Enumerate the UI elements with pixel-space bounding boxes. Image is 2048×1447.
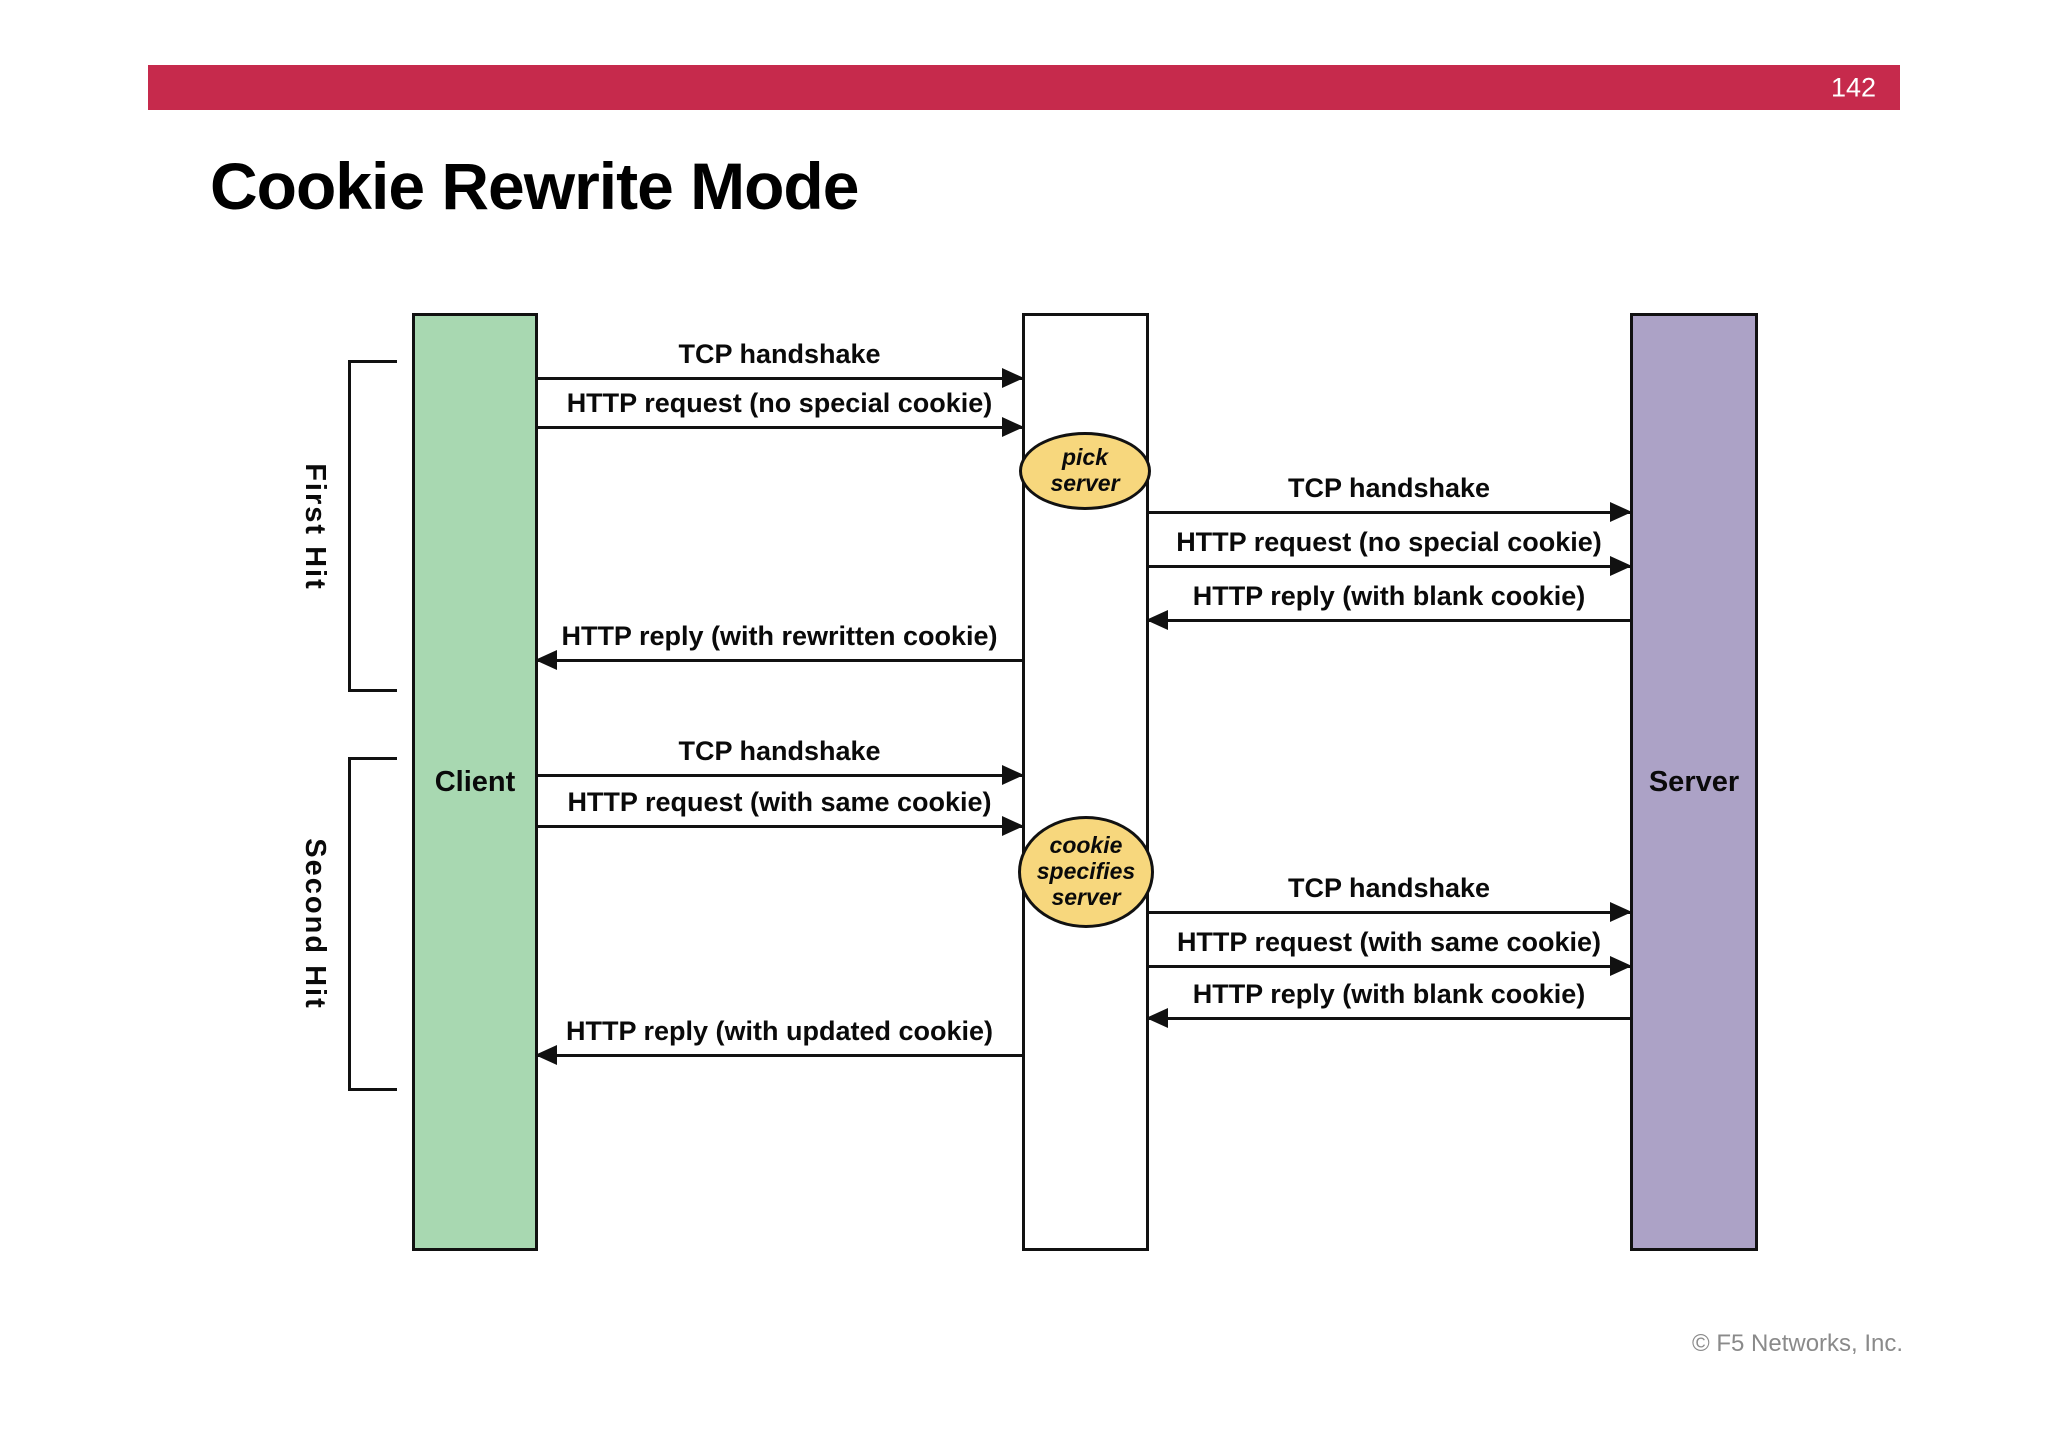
message-label: TCP handshake [678,736,881,766]
message-arrow: TCP handshake [1148,473,1632,522]
server-label: Server [1648,765,1740,798]
phase-label-second-hit: Second Hit [299,838,331,1010]
message-label: HTTP reply (with updated cookie) [565,1016,994,1046]
message-label: HTTP request (with same cookie) [1176,927,1602,957]
message-arrow: HTTP reply (with blank cookie) [1146,581,1630,630]
message-arrow: HTTP request (no special cookie) [537,388,1024,437]
client-column: Client [412,313,538,1251]
message-label: HTTP reply (with rewritten cookie) [561,621,998,651]
message-arrow: TCP handshake [1148,873,1632,922]
page-number: 142 [1830,72,1876,102]
pick-server-node: pick server [1019,432,1151,510]
message-arrow: TCP handshake [537,339,1024,388]
copyright-text: © F5 Networks, Inc. [1692,1330,1904,1357]
message-arrow: HTTP request (no special cookie) [1148,527,1632,576]
page-title: Cookie Rewrite Mode [210,149,859,223]
cookie-specifies-server-node: cookie specifies server [1018,816,1154,928]
message-label: HTTP request (with same cookie) [567,787,992,817]
message-arrow: HTTP reply (with blank cookie) [1146,979,1630,1028]
message-arrow: HTTP reply (with rewritten cookie) [535,621,1022,670]
message-label: TCP handshake [1287,873,1491,903]
message-label: HTTP request (no special cookie) [1176,527,1602,557]
message-arrow: HTTP reply (with updated cookie) [535,1016,1022,1065]
message-arrow: TCP handshake [537,736,1024,785]
message-arrow: HTTP request (with same cookie) [1148,927,1632,976]
client-label: Client [434,765,516,798]
message-label: HTTP request (no special cookie) [566,388,993,418]
second-hit-bracket [348,757,397,1091]
message-label: HTTP reply (with blank cookie) [1192,581,1586,611]
first-hit-bracket [348,360,397,692]
header-bar: 142 [148,65,1900,110]
message-label: HTTP reply (with blank cookie) [1192,979,1586,1009]
phase-label-first-hit: First Hit [299,463,331,591]
message-label: TCP handshake [678,339,881,369]
server-column: Server [1630,313,1758,1251]
message-arrow: HTTP request (with same cookie) [537,787,1024,836]
message-label: TCP handshake [1287,473,1491,503]
